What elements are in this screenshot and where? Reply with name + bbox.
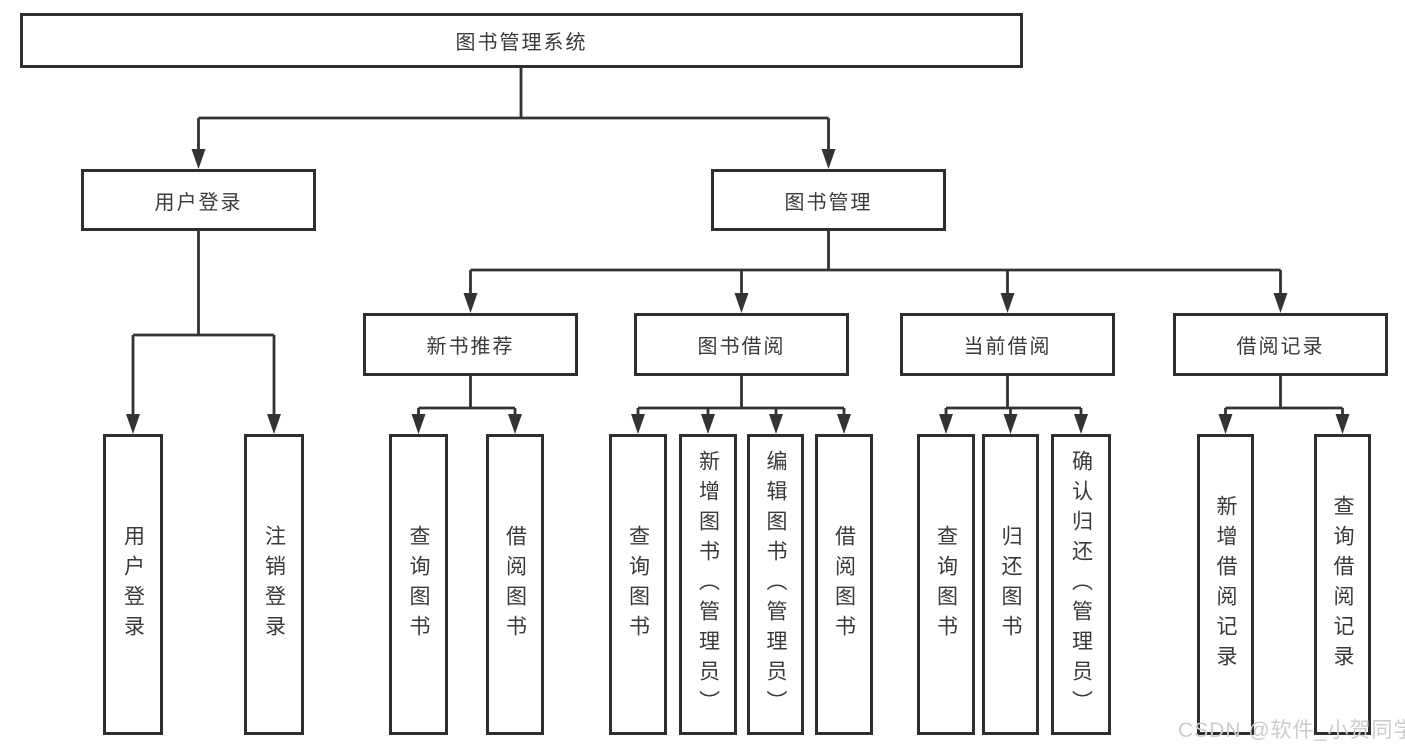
leaf-br-query-record-label: 查询借阅记录 bbox=[1331, 494, 1355, 675]
leaf-logout-label: 注销登录 bbox=[262, 524, 286, 645]
leaf-bb-edit-books-admin-label: 编辑图书（管理员） bbox=[764, 449, 788, 720]
leaf-bb-add-books-admin-label: 新增图书（管理员） bbox=[696, 449, 720, 720]
leaf-bb-edit-books-admin: 编辑图书（管理员） bbox=[747, 434, 804, 735]
leaf-bb-query-books: 查询图书 bbox=[609, 434, 667, 735]
leaf-br-add-record-label: 新增借阅记录 bbox=[1214, 494, 1238, 675]
node-user-login-label: 用户登录 bbox=[154, 191, 243, 214]
leaf-bb-borrow-books: 借阅图书 bbox=[815, 434, 873, 735]
leaf-nbr-query-books-label: 查询图书 bbox=[407, 524, 431, 645]
node-book-management: 图书管理 bbox=[711, 169, 946, 231]
leaf-nbr-borrow-books: 借阅图书 bbox=[486, 434, 544, 735]
leaf-cb-query-books: 查询图书 bbox=[917, 434, 975, 735]
leaf-cb-confirm-return-admin: 确认归还（管理员） bbox=[1051, 434, 1111, 735]
arrowheads bbox=[126, 149, 1350, 434]
node-borrow-records-label: 借阅记录 bbox=[1236, 336, 1325, 358]
leaf-user-login-label: 用户登录 bbox=[121, 524, 145, 645]
leaf-bb-borrow-books-label: 借阅图书 bbox=[832, 524, 856, 645]
leaf-nbr-borrow-books-label: 借阅图书 bbox=[503, 524, 527, 645]
leaf-bb-add-books-admin: 新增图书（管理员） bbox=[679, 434, 737, 735]
leaf-cb-return-books-label: 归还图书 bbox=[999, 524, 1023, 645]
node-book-management-label: 图书管理 bbox=[784, 191, 873, 214]
leaf-user-login: 用户登录 bbox=[103, 434, 163, 735]
leaf-br-add-record: 新增借阅记录 bbox=[1197, 434, 1254, 735]
node-new-book-recommend-label: 新书推荐 bbox=[426, 336, 515, 358]
node-root-label: 图书管理系统 bbox=[455, 32, 588, 54]
node-new-book-recommend: 新书推荐 bbox=[363, 313, 578, 376]
node-borrow-records: 借阅记录 bbox=[1173, 313, 1388, 376]
node-current-borrowing-label: 当前借阅 bbox=[963, 336, 1052, 358]
node-book-borrowing-label: 图书借阅 bbox=[697, 336, 786, 358]
leaf-bb-query-books-label: 查询图书 bbox=[626, 524, 650, 645]
leaf-logout: 注销登录 bbox=[244, 434, 304, 735]
leaf-cb-return-books: 归还图书 bbox=[982, 434, 1039, 735]
leaf-cb-confirm-return-admin-label: 确认归还（管理员） bbox=[1069, 449, 1093, 720]
node-current-borrowing: 当前借阅 bbox=[900, 313, 1115, 376]
leaf-nbr-query-books: 查询图书 bbox=[389, 434, 448, 735]
node-book-borrowing: 图书借阅 bbox=[634, 313, 849, 376]
node-root: 图书管理系统 bbox=[20, 13, 1023, 68]
leaf-br-query-record: 查询借阅记录 bbox=[1314, 434, 1371, 735]
leaf-cb-query-books-label: 查询图书 bbox=[934, 524, 958, 645]
node-user-login: 用户登录 bbox=[81, 169, 316, 231]
